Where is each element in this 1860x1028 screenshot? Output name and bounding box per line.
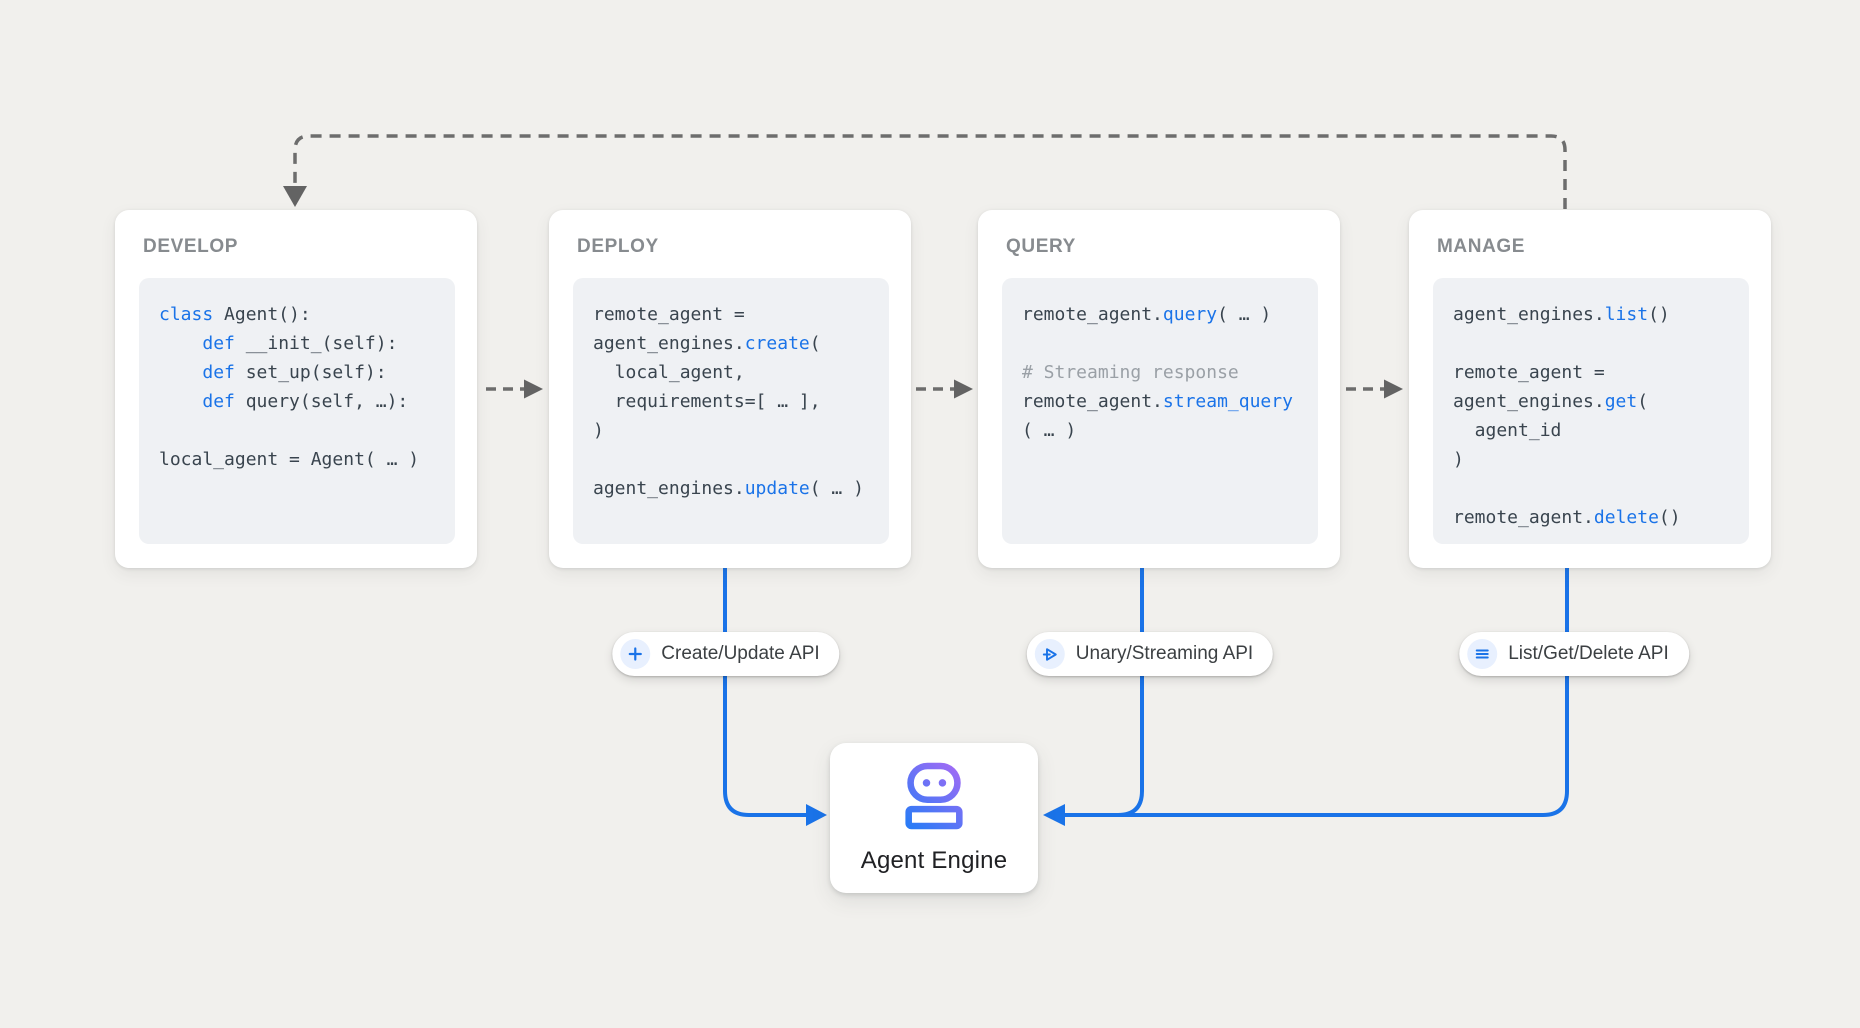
api-pill-list-get-delete-label: List/Get/Delete API <box>1508 643 1669 664</box>
card-manage-code: agent_engines.list() remote_agent =agent… <box>1433 278 1749 544</box>
api-pill-create-update-label: Create/Update API <box>661 643 820 664</box>
query-to-manage-arrow <box>1346 379 1403 399</box>
agent-engine-label: Agent Engine <box>860 846 1008 874</box>
deploy-to-query-arrow <box>916 379 973 399</box>
card-develop-title: DEVELOP <box>143 236 238 257</box>
card-query-code: remote_agent.query( … ) # Streaming resp… <box>1002 278 1318 544</box>
plus-icon <box>620 639 651 669</box>
card-develop: DEVELOP class Agent(): def __init_(self)… <box>115 210 477 568</box>
feedback-loop-arrowhead-icon <box>283 186 307 207</box>
deploy-to-engine-line <box>723 568 827 826</box>
api-pill-unary-streaming: Unary/Streaming API <box>1026 632 1274 676</box>
api-pill-create-update: Create/Update API <box>612 632 840 676</box>
develop-to-deploy-arrow <box>486 379 543 399</box>
api-pill-unary-streaming-label: Unary/Streaming API <box>1075 643 1254 664</box>
query-to-engine-line <box>1043 568 1144 826</box>
card-query-title: QUERY <box>1006 236 1076 257</box>
api-pill-list-get-delete: List/Get/Delete API <box>1459 632 1689 676</box>
card-manage: MANAGE agent_engines.list() remote_agent… <box>1409 210 1771 568</box>
card-deploy: DEPLOY remote_agent =agent_engines.creat… <box>549 210 911 568</box>
card-query: QUERY remote_agent.query( … ) # Streamin… <box>978 210 1340 568</box>
list-icon <box>1467 639 1498 669</box>
manage-to-engine-line <box>1065 568 1569 817</box>
send-icon <box>1034 639 1065 669</box>
card-develop-code: class Agent(): def __init_(self): def se… <box>139 278 455 544</box>
card-deploy-title: DEPLOY <box>577 236 659 257</box>
robot-icon <box>904 762 964 835</box>
card-manage-title: MANAGE <box>1437 236 1526 257</box>
engine-left-arrowhead-icon <box>1043 804 1065 826</box>
agent-engine-node: Agent Engine <box>830 743 1038 893</box>
feedback-loop-dashed-line <box>293 134 1567 209</box>
card-deploy-code: remote_agent =agent_engines.create( loca… <box>573 278 889 544</box>
